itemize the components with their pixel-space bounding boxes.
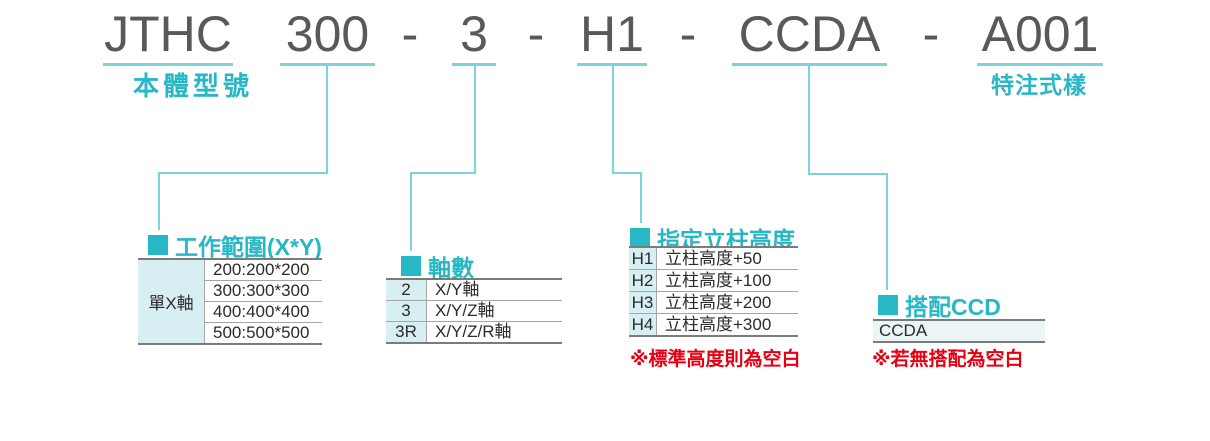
working-range-option: 500:500*500: [213, 323, 310, 342]
axis-code-cell: 2: [386, 280, 427, 300]
axis-count-row: 2 X/Y軸: [386, 280, 562, 301]
code-segment-ccd: CCDA: [732, 8, 887, 66]
axis-count-row: 3 X/Y/Z軸: [386, 301, 562, 322]
bullet-square-icon: [401, 256, 421, 276]
axis-type-cell: 單X軸: [138, 260, 205, 343]
height-desc-cell: 立柱高度+300: [665, 315, 772, 334]
bullet-square-icon: [630, 228, 650, 248]
working-range-option: 400:400*400: [205, 302, 322, 323]
code-segment-body-model: JTHC: [103, 8, 233, 66]
connector-line-working-range: [158, 172, 160, 230]
code-separator: -: [527, 6, 545, 62]
code-separator: -: [401, 6, 419, 62]
section-title: 工作範圍(X*Y): [175, 234, 322, 260]
axis-desc-cell: X/Y軸: [435, 280, 480, 299]
column-height-table: H1 立柱高度+50 H2 立柱高度+100 H3 立柱高度+200 H4 立柱…: [629, 246, 798, 337]
connector-line-axis-count: [410, 172, 412, 251]
connector-line-axis-count: [474, 63, 476, 174]
connector-line-column-height: [612, 63, 614, 174]
connector-line-ccd: [886, 173, 888, 290]
label-body-model: 本體型號: [133, 71, 254, 101]
height-desc-cell: 立柱高度+200: [665, 293, 772, 312]
code-segment-axis-count: 3: [452, 8, 496, 66]
axis-count-row: 3R X/Y/Z/R軸: [386, 322, 562, 342]
note-column-height: ※標準高度則為空白: [630, 349, 801, 370]
section-title: 搭配CCD: [905, 294, 1001, 320]
code-segment-column-height: H1: [577, 8, 647, 66]
connector-line-working-range: [158, 172, 328, 174]
height-code-cell: H1: [629, 248, 657, 269]
bullet-square-icon: [878, 295, 898, 315]
column-height-row: H3 立柱高度+200: [629, 292, 798, 314]
axis-count-table: 2 X/Y軸 3 X/Y/Z軸 3R X/Y/Z/R軸: [386, 278, 562, 344]
height-code-cell: H2: [629, 270, 657, 291]
connector-line-column-height: [612, 172, 642, 174]
working-range-table: 單X軸 200:200*200 300:300*300 400:400*400 …: [138, 258, 322, 345]
axis-desc-cell: X/Y/Z/R軸: [435, 322, 512, 341]
code-segment-special-spec: A001: [977, 8, 1103, 66]
bullet-square-icon: [148, 235, 168, 255]
code-separator: -: [679, 6, 697, 62]
height-desc-cell: 立柱高度+50: [665, 249, 762, 268]
code-segment-working-range: 300: [280, 8, 375, 66]
axis-code-cell: 3: [386, 301, 427, 321]
code-separator: -: [922, 6, 940, 62]
label-special-spec: 特注式樣: [991, 72, 1087, 98]
column-height-row: H4 立柱高度+300: [629, 314, 798, 335]
axis-desc-cell: X/Y/Z軸: [435, 301, 495, 320]
ccd-value-cell: CCDA: [873, 321, 1045, 341]
height-desc-cell: 立柱高度+100: [665, 271, 772, 290]
section-header-ccd: 搭配CCD: [878, 288, 1001, 322]
section-header-working-range: 工作範圍(X*Y): [148, 228, 322, 262]
connector-line-ccd: [808, 63, 810, 175]
note-ccd: ※若無搭配為空白: [872, 349, 1024, 370]
height-code-cell: H3: [629, 292, 657, 313]
section-title: 軸數: [428, 255, 474, 281]
column-height-row: H1 立柱高度+50: [629, 248, 798, 270]
working-range-option: 200:200*200: [205, 260, 322, 281]
connector-line-column-height: [640, 172, 642, 223]
connector-line-working-range: [326, 63, 328, 174]
column-height-row: H2 立柱高度+100: [629, 270, 798, 292]
working-range-option: 300:300*300: [205, 281, 322, 302]
ccd-table: CCDA: [873, 319, 1045, 343]
axis-code-cell: 3R: [386, 322, 427, 342]
connector-line-axis-count: [410, 172, 476, 174]
section-header-axis-count: 軸數: [401, 249, 474, 283]
height-code-cell: H4: [629, 314, 657, 335]
connector-line-ccd: [808, 173, 888, 175]
